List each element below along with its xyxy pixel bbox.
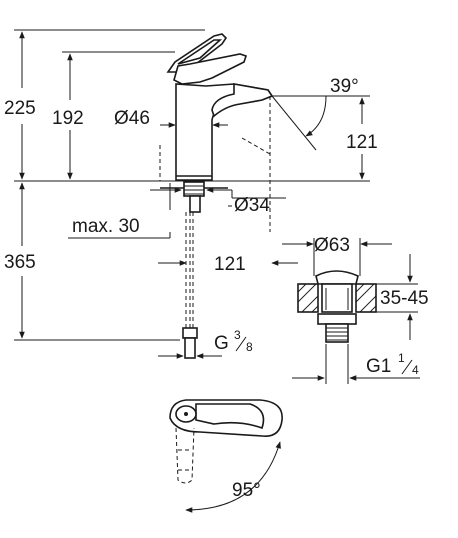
- label-waste-thread-num: 1: [398, 351, 405, 365]
- faucet-top-view: [169, 399, 283, 484]
- spout-tip: [211, 83, 274, 118]
- label-body-diameter: Ø46: [114, 108, 150, 129]
- label-spout-angle: 39°: [330, 76, 359, 97]
- label-waste-thread-main: G1: [366, 356, 391, 377]
- label-max-thickness: max. 30: [72, 216, 140, 237]
- waste-valve: [297, 270, 377, 343]
- waste-cap: [315, 270, 359, 285]
- label-spout-reach: 121: [214, 254, 246, 275]
- mounting-assembly: [160, 181, 228, 359]
- handle-cap: [173, 53, 248, 85]
- label-rotation-angle: 95°: [232, 480, 261, 501]
- dimension-reach-height: 121: [346, 97, 378, 180]
- label-connection-den: 8: [246, 340, 253, 354]
- label-spout-height: 192: [52, 108, 84, 129]
- dimension-hose-connection: G 3 8: [158, 328, 253, 359]
- dimension-spout-height: 192: [52, 53, 84, 180]
- dimension-total-height: 225: [4, 31, 36, 180]
- label-hose-length: 365: [4, 252, 36, 273]
- label-base-diameter: Ø34: [234, 195, 270, 216]
- label-connection-main: G: [214, 333, 229, 354]
- label-total-height: 225: [4, 98, 36, 119]
- dimension-max-thickness: max. 30: [68, 183, 171, 239]
- label-reach-height: 121: [346, 132, 378, 153]
- label-connection-num: 3: [234, 328, 241, 342]
- dimension-rotation-angle: 95°: [185, 441, 281, 513]
- dimension-base-diameter: Ø34: [150, 187, 286, 216]
- label-waste-diameter: Ø63: [314, 235, 350, 256]
- dimension-waste-depth: 35-45: [376, 254, 429, 340]
- dimension-waste-diameter: Ø63: [282, 235, 392, 276]
- dimension-body-diameter: Ø46: [114, 108, 228, 181]
- label-waste-thread-den: 4: [412, 363, 419, 377]
- dimension-spout-angle: 39°: [271, 76, 359, 151]
- dimension-waste-thread: G1 1 4: [292, 344, 420, 384]
- dimension-spout-reach: 121: [158, 254, 298, 275]
- label-waste-depth: 35-45: [380, 288, 429, 309]
- dimension-hose-length: 365: [4, 182, 180, 341]
- faucet-side-view: [14, 29, 370, 182]
